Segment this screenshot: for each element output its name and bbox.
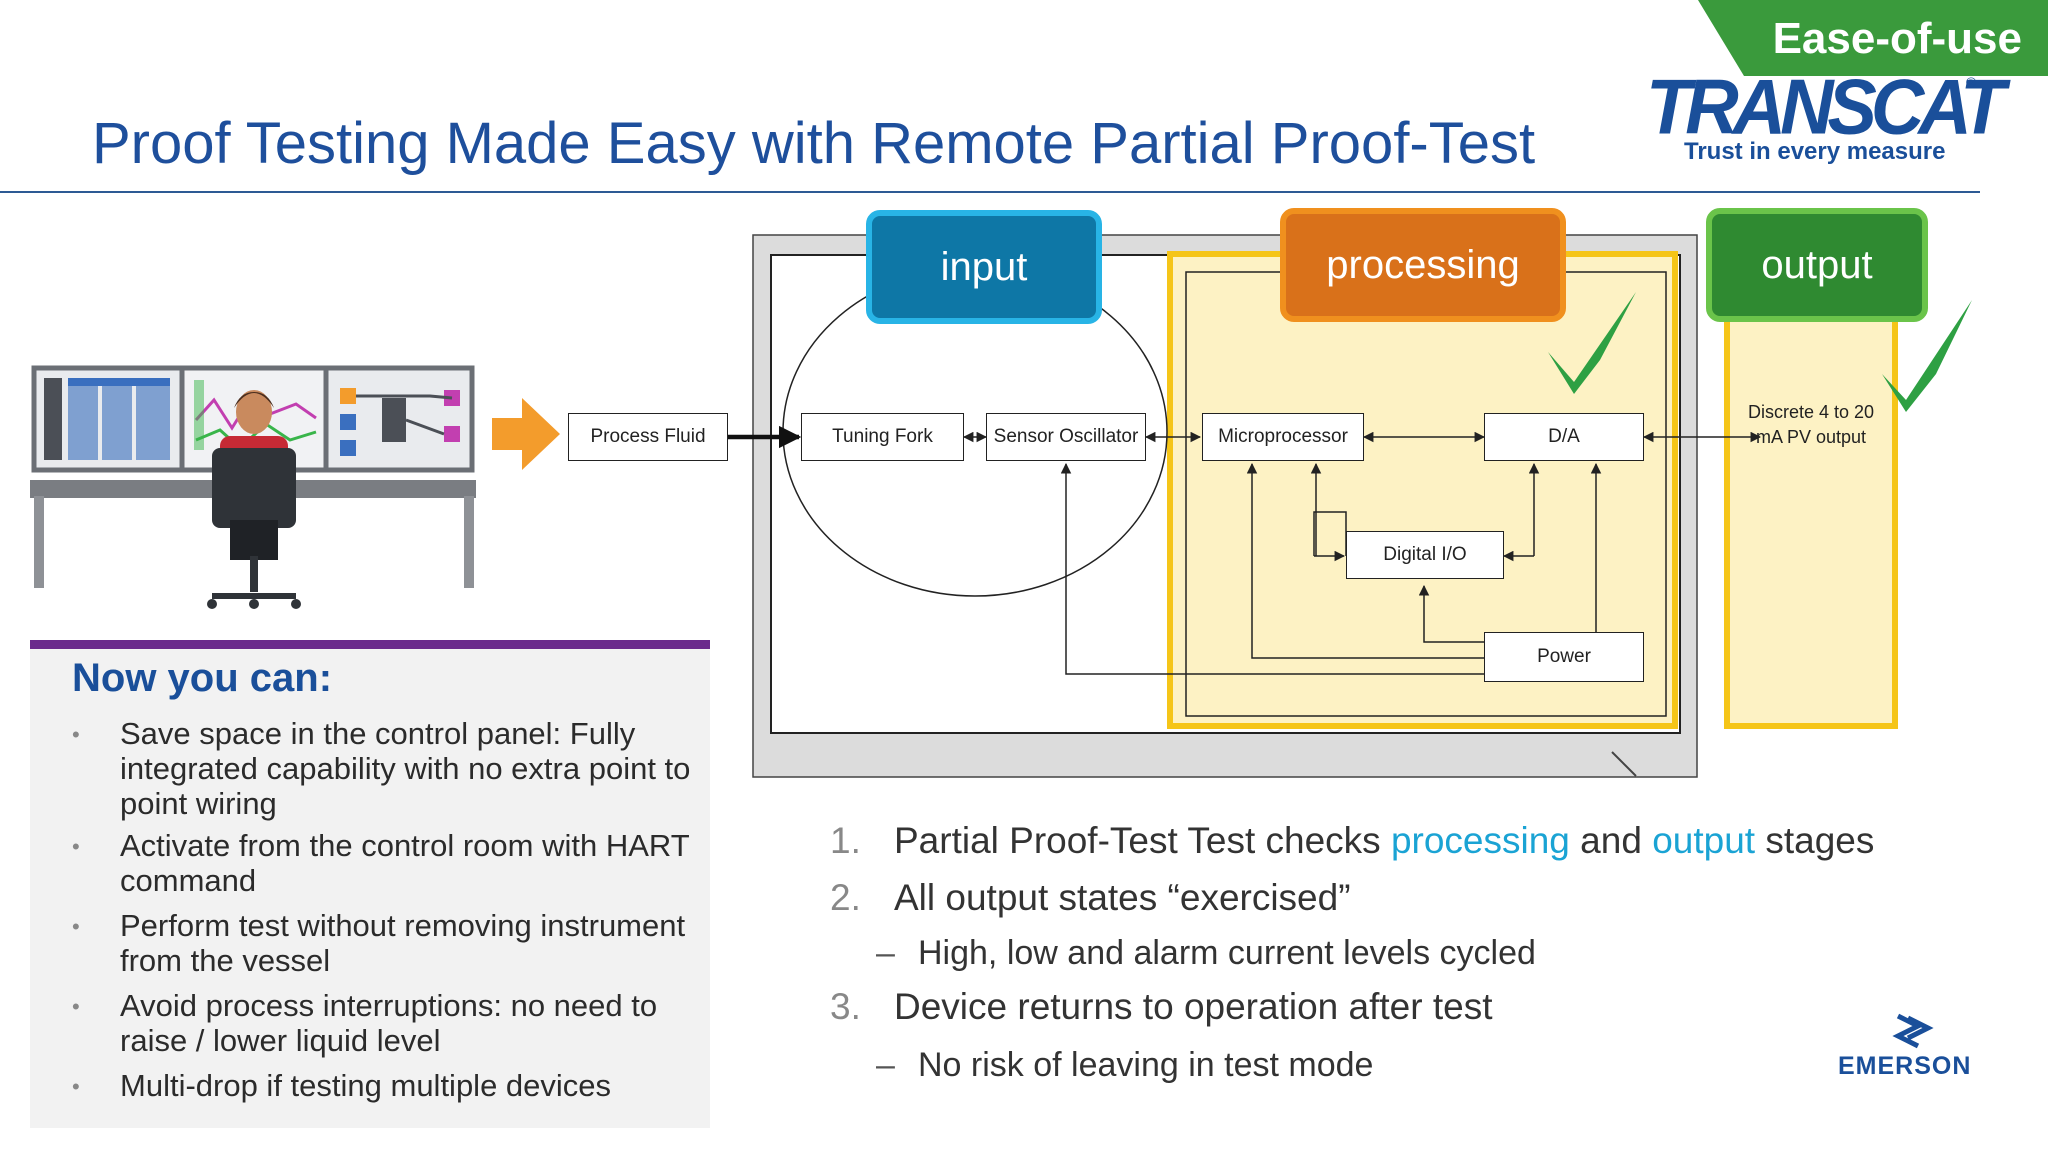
sub-dash: –: [876, 934, 895, 972]
bullet-icon: •: [72, 914, 80, 939]
benefits-panel: [30, 640, 710, 1128]
bullet-icon: •: [72, 834, 80, 859]
step-3-text: Device returns to operation after test: [894, 986, 1493, 1027]
page-title: Proof Testing Made Easy with Remote Part…: [92, 111, 1536, 176]
title-divider: [0, 191, 1980, 193]
step-2-text: All output states “exercised”: [894, 877, 1351, 918]
bullet-text: Save space in the control panel: Fully i…: [120, 716, 691, 821]
block-tuning-fork: Tuning Fork: [801, 413, 964, 461]
block-digital-io: Digital I/O: [1346, 531, 1504, 579]
bullet-text: Avoid process interruptions: no need to …: [120, 988, 658, 1058]
emerson-brand: EMERSON: [1838, 1052, 1972, 1080]
output-note: Discrete 4 to 20 mA PV output: [1747, 402, 1875, 447]
step-1-text: Partial Proof-Test Test checks processin…: [894, 820, 1875, 861]
arrow-right-icon: [492, 398, 560, 470]
step-number-1: 1.: [830, 820, 861, 861]
step-number-2: 2.: [830, 877, 861, 918]
bullet-text: Activate from the control room with HART…: [120, 828, 690, 898]
highlight-processing: processing: [1390, 820, 1570, 861]
emerson-logo-icon: [1892, 1013, 1934, 1049]
block-power: Power: [1484, 632, 1644, 682]
stage-processing-label: processing: [1280, 208, 1566, 322]
block-da: D/A: [1484, 413, 1644, 461]
sub-dash: –: [876, 1046, 895, 1084]
stage-output-label: output: [1706, 208, 1928, 322]
bullet-text: Multi-drop if testing multiple devices: [120, 1068, 612, 1103]
ease-of-use-label: Ease-of-use: [1772, 14, 2022, 63]
highlight-output: output: [1652, 820, 1756, 861]
bullet-icon: •: [72, 1074, 80, 1099]
step-3-subtext: No risk of leaving in test mode: [918, 1046, 1374, 1084]
stage-input-label: input: [866, 210, 1102, 324]
block-process-fluid: Process Fluid: [568, 413, 728, 461]
transcat-logo: TRANSCAT: [1646, 62, 2005, 151]
logo-tagline: Trust in every measure: [1684, 138, 1946, 165]
bullet-icon: •: [72, 722, 80, 747]
panel-heading: Now you can:: [72, 656, 333, 700]
block-sensor-oscillator: Sensor Oscillator: [986, 413, 1146, 461]
bullet-icon: •: [72, 994, 80, 1019]
step-2-subtext: High, low and alarm current levels cycle…: [918, 934, 1536, 972]
bullet-text: Perform test without removing instrument…: [120, 908, 686, 978]
block-microprocessor: Microprocessor: [1202, 413, 1364, 461]
step-number-3: 3.: [830, 986, 861, 1027]
registered-mark: ®: [1966, 74, 1977, 90]
operator-workstation-icon: [30, 365, 476, 609]
